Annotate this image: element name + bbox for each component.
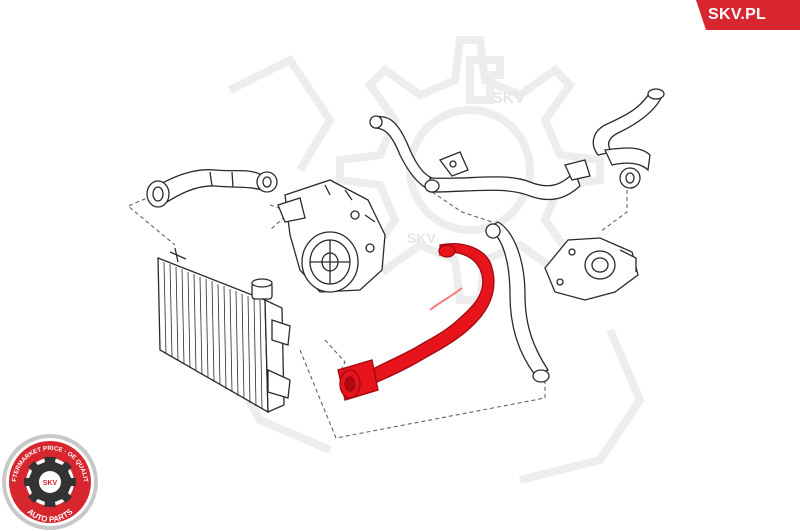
skv-gear-logo-icon bbox=[2, 434, 98, 530]
skv-auto-parts-logo[interactable] bbox=[0, 432, 100, 531]
brand-site-tag[interactable]: SKV.PL bbox=[688, 0, 800, 30]
brand-tag-shape bbox=[696, 0, 800, 30]
watermark-text-center: SKV bbox=[407, 230, 436, 246]
thermostat-housing bbox=[544, 237, 639, 301]
logo-center-text: SKV bbox=[43, 480, 58, 487]
bypass-hose bbox=[485, 221, 550, 383]
water-pump bbox=[277, 179, 386, 293]
logo-ring-top-text: AFTERMARKET PRICE · OE QUALITY bbox=[0, 432, 89, 483]
logo-text-layer: AFTERMARKET PRICE · OE QUALITY AUTO PART… bbox=[0, 432, 89, 524]
radiator bbox=[157, 247, 291, 414]
highlighted-coolant-hose bbox=[337, 243, 495, 401]
logo-bottom-text: AUTO PARTS bbox=[26, 507, 75, 524]
coolant-hose-top-right bbox=[592, 88, 665, 189]
brand-site-label: SKV.PL bbox=[708, 6, 767, 23]
watermark-text: SKV bbox=[492, 90, 525, 107]
upper-radiator-hose bbox=[146, 169, 278, 208]
coolant-pipe-top bbox=[369, 115, 591, 201]
